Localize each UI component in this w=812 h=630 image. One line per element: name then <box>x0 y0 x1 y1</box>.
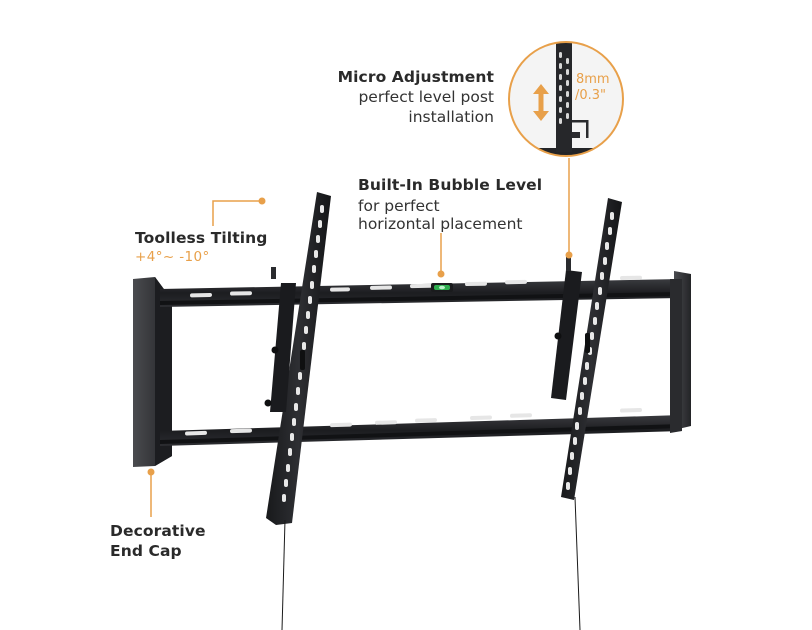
bubble-level-line2: horizontal placement <box>358 215 523 233</box>
toolless-tilting-range: +4°~ -10° <box>135 249 210 265</box>
micro-adjustment-title: Micro Adjustment <box>337 68 494 86</box>
micro-adjustment-zoom <box>508 41 624 157</box>
end-cap-title-line2: End Cap <box>110 542 182 560</box>
decorative-end-cap-right <box>670 271 691 433</box>
end-cap-callout: Decorative End Cap <box>110 522 206 560</box>
bubble-level-title: Built-In Bubble Level <box>358 176 543 194</box>
micro-adjustment-value-in: /0.3" <box>575 88 607 103</box>
callout-leader-lines <box>150 158 570 517</box>
micro-adjustment-value-mm: 8mm <box>576 72 610 87</box>
toolless-tilting-title: Toolless Tilting <box>135 229 268 247</box>
left-tilt-arm <box>264 192 331 630</box>
bubble-level-icon <box>431 283 453 292</box>
bottom-rail-slots <box>185 408 642 436</box>
right-tilt-arm <box>551 198 622 630</box>
up-down-arrow-icon <box>533 84 549 121</box>
micro-adjustment-line2: installation <box>408 108 494 126</box>
decorative-end-cap-left <box>133 277 172 467</box>
bubble-level-line1: for perfect <box>358 197 440 215</box>
bubble-level-callout: Built-In Bubble Level for perfect horizo… <box>358 176 542 233</box>
toolless-tilting-callout: Toolless Tilting +4°~ -10° <box>135 229 267 265</box>
end-cap-title-line1: Decorative <box>110 522 206 540</box>
micro-adjustment-callout: Micro Adjustment perfect level post inst… <box>338 68 494 126</box>
micro-adjustment-line1: perfect level post <box>358 88 494 106</box>
top-rail-slots <box>190 275 642 298</box>
callout-dot-icon <box>147 197 573 476</box>
